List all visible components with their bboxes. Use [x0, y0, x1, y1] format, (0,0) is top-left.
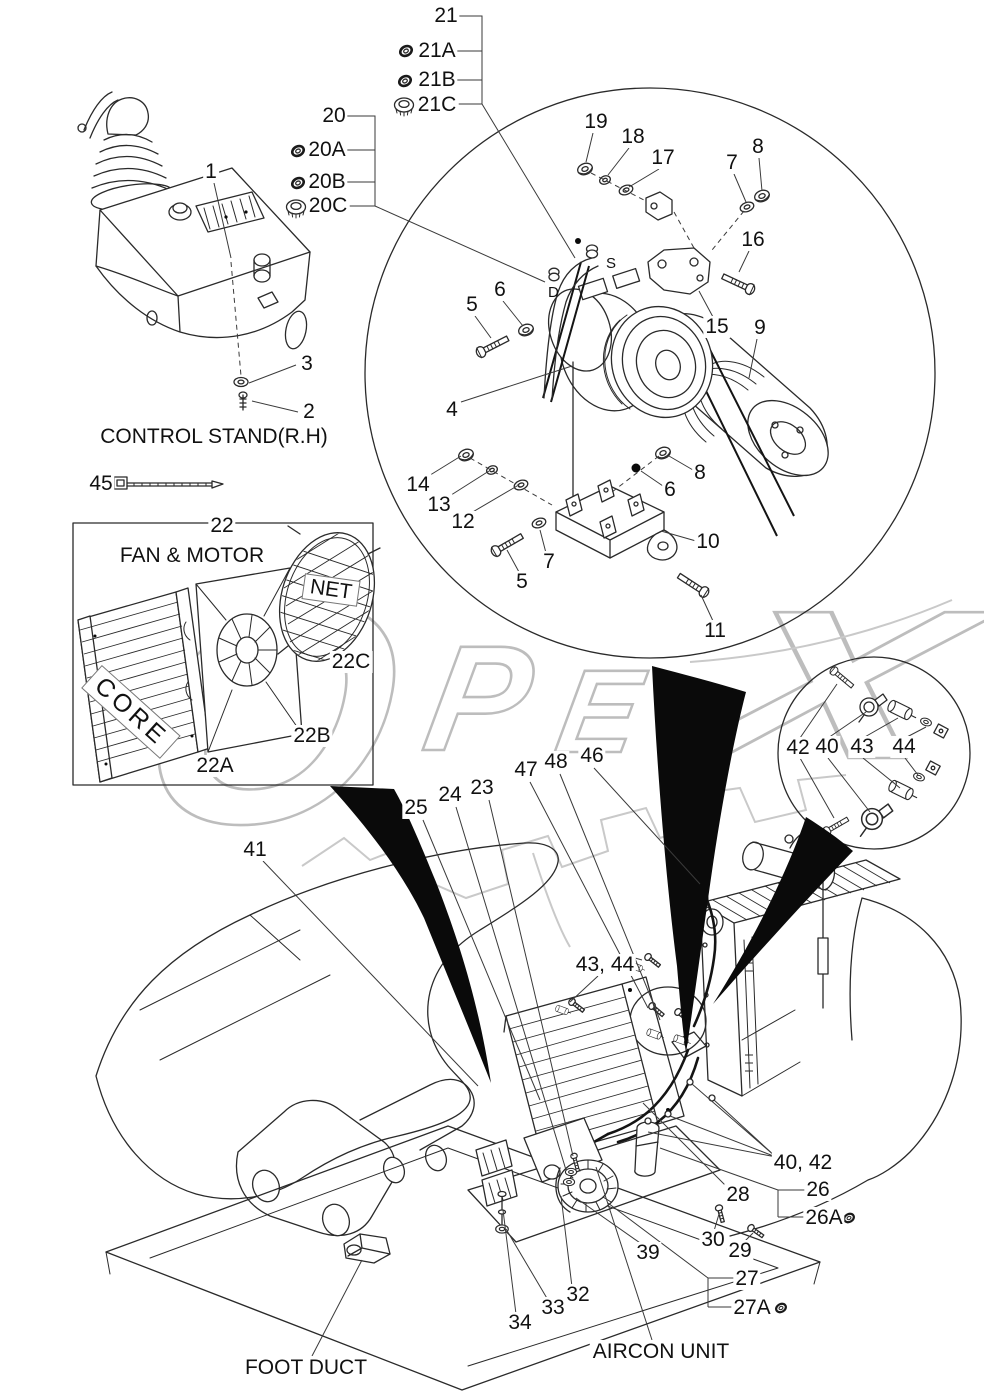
callout-27A: 27A — [731, 1295, 773, 1320]
callout-47: 47 — [512, 757, 540, 782]
control-stand-art — [77, 91, 311, 411]
callout-33: 33 — [539, 1295, 567, 1320]
callout-20C: 20C — [306, 193, 350, 218]
ladder-brackets — [343, 15, 576, 283]
callout-34: 34 — [506, 1310, 534, 1335]
callout-41: 41 — [241, 837, 269, 862]
callout-7: 7 — [541, 549, 557, 574]
callout-6: 6 — [492, 277, 508, 302]
callout-44: 44 — [890, 734, 918, 759]
callout-43-44: 43, 44 — [573, 952, 637, 977]
callout-20A: 20A — [306, 137, 348, 162]
callout-39: 39 — [634, 1240, 662, 1265]
callout-22: 22 — [208, 513, 236, 538]
callout-43: 43 — [848, 734, 876, 759]
callout-14: 14 — [404, 472, 432, 497]
callout-6: 6 — [662, 477, 678, 502]
callout-40: 40 — [813, 734, 841, 759]
callout-20: 20 — [320, 103, 348, 128]
aircon-unit-title: AIRCON UNIT — [589, 1340, 733, 1364]
callout-25: 25 — [402, 795, 430, 820]
callout-16: 16 — [739, 227, 767, 252]
callout-46: 46 — [578, 743, 606, 768]
callout-27: 27 — [733, 1266, 761, 1291]
callout-13: 13 — [425, 492, 453, 517]
callout-45: 45 — [87, 471, 115, 496]
clamp-detail-circle — [777, 656, 971, 850]
callout-7: 7 — [724, 150, 740, 175]
foot-duct-title: FOOT DUCT — [241, 1356, 371, 1380]
callout-21C: 21C — [415, 92, 459, 117]
callout-5: 5 — [514, 569, 530, 594]
callout-10: 10 — [694, 529, 722, 554]
callout-48: 48 — [542, 749, 570, 774]
discharge-port-label: D — [548, 284, 559, 301]
callout-5: 5 — [464, 292, 480, 317]
suction-port-label: S — [606, 255, 616, 272]
callout-42: 42 — [784, 735, 812, 760]
callout-8: 8 — [692, 460, 708, 485]
callout-3: 3 — [299, 351, 315, 376]
callout-21B: 21B — [416, 67, 458, 92]
callout-2: 2 — [301, 399, 317, 424]
callout-24: 24 — [436, 782, 464, 807]
callout-15: 15 — [703, 314, 731, 339]
cable-tie-art — [113, 476, 224, 490]
callout-28: 28 — [724, 1182, 752, 1207]
callout-26A: 26A — [803, 1205, 845, 1230]
callout-40-42: 40, 42 — [771, 1150, 835, 1175]
callout-19: 19 — [582, 109, 610, 134]
callout-32: 32 — [564, 1282, 592, 1307]
machine-art — [95, 829, 962, 1391]
callout-22C: 22C — [329, 649, 373, 674]
fan-motor-title: FAN & MOTOR — [116, 544, 268, 568]
callout-21A: 21A — [416, 38, 458, 63]
callout-22A: 22A — [194, 753, 236, 778]
callout-23: 23 — [468, 775, 496, 800]
callout-4: 4 — [444, 397, 460, 422]
callout-21: 21 — [432, 3, 460, 28]
control-stand-title: CONTROL STAND(R.H) — [97, 425, 331, 449]
callout-20B: 20B — [306, 169, 348, 194]
callout-1: 1 — [203, 159, 219, 184]
callout-29: 29 — [726, 1238, 754, 1263]
callout-17: 17 — [649, 145, 677, 170]
compressor-detail-circle: S D — [364, 87, 936, 659]
callout-30: 30 — [699, 1227, 727, 1252]
callout-8: 8 — [750, 134, 766, 159]
callout-18: 18 — [619, 124, 647, 149]
callout-11: 11 — [702, 618, 728, 643]
callout-12: 12 — [449, 509, 477, 534]
pointer-swooshes — [330, 666, 853, 1083]
callout-22B: 22B — [291, 723, 333, 748]
callout-26: 26 — [804, 1177, 832, 1202]
leader-lines — [213, 132, 927, 1357]
callout-9: 9 — [752, 315, 768, 340]
